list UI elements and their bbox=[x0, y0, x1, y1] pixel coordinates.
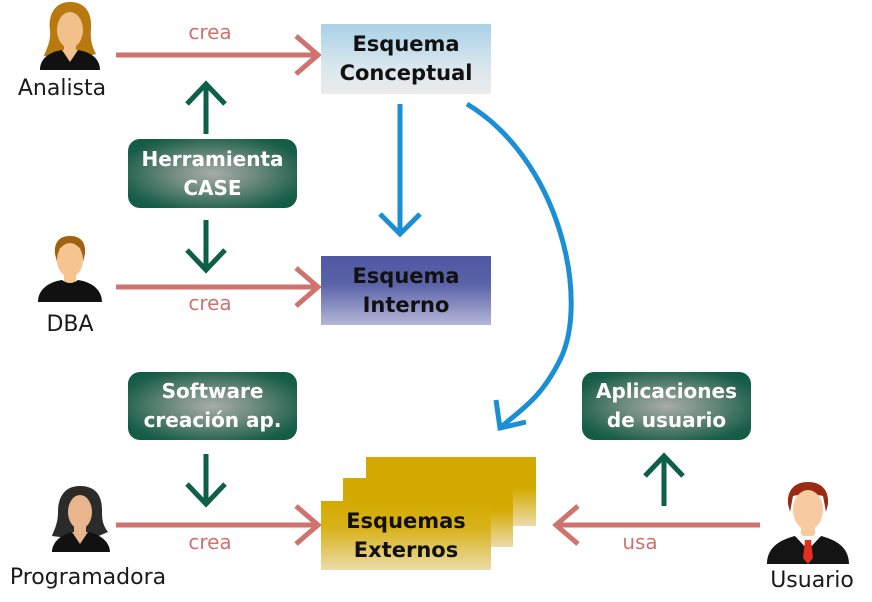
tool-aplicaciones-usuario: Aplicaciones de usuario bbox=[582, 372, 751, 440]
actor-label-dba: DBA bbox=[46, 312, 94, 337]
schema-conceptual-line2: Conceptual bbox=[339, 61, 473, 85]
analista-avatar-icon bbox=[40, 2, 100, 70]
relation-label-programadora-crea: crea bbox=[188, 530, 232, 554]
actor-label-usuario: Usuario bbox=[770, 568, 854, 593]
tool-case-line2: CASE bbox=[183, 175, 242, 200]
schema-conceptual-line1: Esquema bbox=[352, 32, 460, 56]
tool-herramienta-case: Herramienta CASE bbox=[128, 139, 297, 208]
arrow-usuario-to-aplicaciones bbox=[643, 452, 685, 506]
usuario-avatar-icon bbox=[767, 482, 849, 564]
arrow-dba-to-interno bbox=[116, 266, 322, 308]
schema-conceptual: Esquema Conceptual bbox=[321, 24, 491, 94]
schema-externos-line2: Externos bbox=[353, 537, 459, 562]
schema-externos: Esquemas Externos bbox=[321, 501, 491, 570]
arrow-software-to-programadora bbox=[185, 454, 227, 508]
arrow-conceptual-to-externos bbox=[465, 101, 574, 432]
relation-label-analista-crea: crea bbox=[188, 20, 232, 44]
schema-interno-line2: Interno bbox=[362, 292, 450, 317]
dba-avatar-icon bbox=[38, 236, 102, 302]
tool-aplicaciones-line2: de usuario bbox=[606, 408, 727, 432]
programadora-avatar-icon bbox=[52, 486, 110, 552]
tool-software-creacion: Software creación ap. bbox=[128, 372, 297, 440]
schema-externos-line1: Esquemas bbox=[346, 508, 466, 533]
arrow-case-to-analista bbox=[185, 80, 227, 134]
actor-label-analista: Analista bbox=[17, 76, 107, 101]
tool-software-line1: Software bbox=[161, 379, 264, 403]
tool-case-line1: Herramienta bbox=[141, 146, 284, 171]
arrow-analista-to-conceptual bbox=[116, 34, 322, 76]
arrow-case-to-dba bbox=[185, 220, 227, 274]
relation-label-dba-crea: crea bbox=[188, 291, 232, 315]
arrow-programadora-to-externos bbox=[116, 504, 322, 546]
schema-interno-line1: Esquema bbox=[352, 263, 460, 288]
schema-interno: Esquema Interno bbox=[321, 256, 491, 325]
tool-software-line2: creación ap. bbox=[143, 408, 282, 432]
arrow-conceptual-to-interno bbox=[378, 104, 422, 238]
tool-aplicaciones-line1: Aplicaciones bbox=[595, 379, 737, 403]
relation-label-usuario-usa: usa bbox=[622, 530, 658, 554]
arrow-usuario-to-externos bbox=[552, 504, 760, 546]
actor-label-programadora: Programadora bbox=[9, 565, 167, 590]
